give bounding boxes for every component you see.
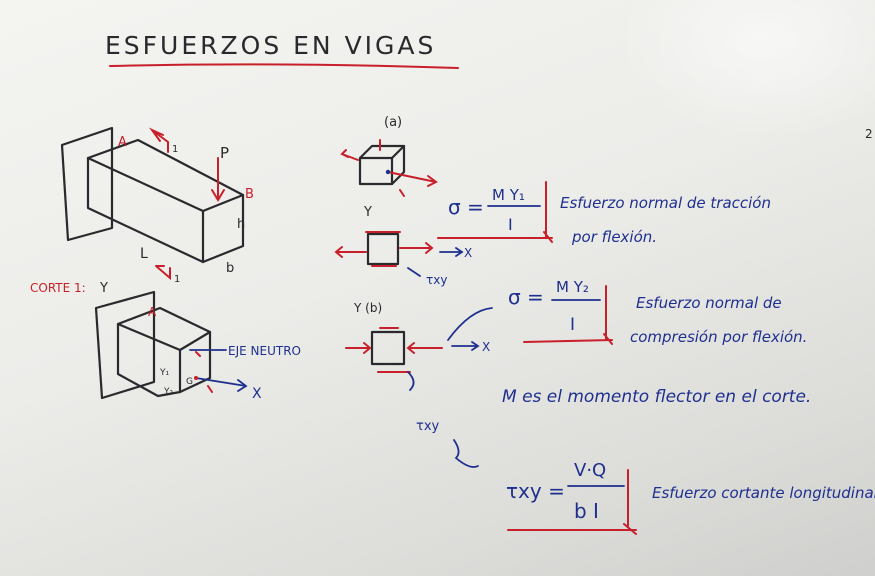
section-x-axis: X [252,386,262,402]
beam-label-1-bottom: 1 [174,274,180,285]
formula-b-lhs: σ = [508,285,544,309]
section-y1: Y₁ [159,368,169,378]
shear-box [507,469,637,535]
formula-a-denominator: I [508,215,513,234]
formula-b-numerator: M Y₂ [556,278,589,296]
formula-a-numerator: M Y₁ [492,186,525,204]
shear-tau-label: τxy [416,419,440,434]
title: ESFUERZOS EN VIGAS [105,31,436,60]
formula-b-box [523,285,613,345]
section-neutral-axis: EJE NEUTRO [228,344,301,358]
beam-label-1-top: 1 [172,144,178,155]
element-a-y-axis: Y [363,205,372,220]
beam-label-a: A [118,135,127,150]
moment-note: M es el momento flector en el corte. [502,387,811,407]
formula-a-desc-2: por flexión. [571,228,657,246]
cross-section-drawing [94,290,248,400]
element-b-x-axis: X [482,340,490,354]
section-g: G [186,377,193,387]
section-label-a: A [148,305,157,319]
beam-label-l: L [140,246,148,262]
beam-label-p: P [220,144,229,162]
shear-denominator: b I [574,499,599,523]
formula-b-desc-2: compresión por flexión. [630,328,807,346]
shear-lhs: τxy = [506,479,565,503]
element-a-label: (a) [384,115,402,130]
element-a-x-axis: X [464,246,472,260]
formula-b-denominator: I [570,315,575,335]
shear-desc: Esfuerzo cortante longitudinal [652,484,875,502]
cantilever-beam-drawing [60,126,245,281]
element-b-square [345,307,493,391]
section-y-axis: Y [99,281,108,296]
beam-label-b: B [245,187,254,202]
formula-a-desc-1: Esfuerzo normal de tracción [560,194,771,212]
element-a-cube [340,139,438,197]
title-underline [109,63,459,69]
formula-b-desc-1: Esfuerzo normal de [636,294,782,312]
element-a-tau: τxy [426,273,447,287]
element-a-square [334,231,464,277]
section-y2: Y₂ [163,387,173,397]
shear-numerator: V·Q [574,460,606,481]
beam-label-h: h [237,217,245,232]
shear-squiggle [453,439,479,468]
corner-mark: 2 [865,127,873,141]
beam-label-b-width: b [226,261,234,276]
formula-a-box [437,181,553,243]
element-b-label: Y (b) [353,301,382,315]
formula-a-lhs: σ = [448,195,484,219]
section-label: CORTE 1: [30,281,86,295]
